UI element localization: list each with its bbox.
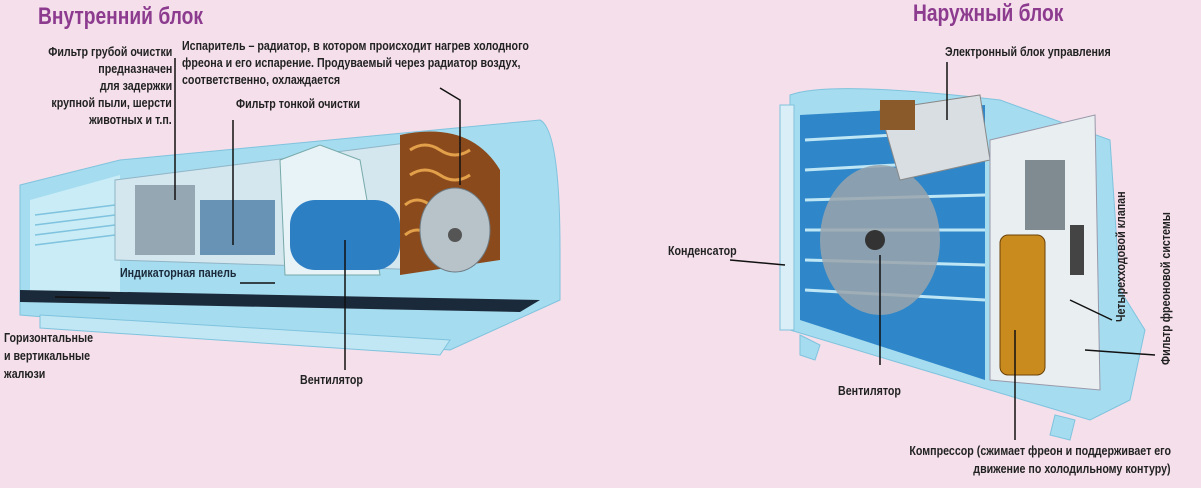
four-way-valve-shape <box>1025 160 1065 230</box>
outdoor-unit-title: Наружный блок <box>913 0 1064 27</box>
evaporator-label-line: соответственно, охлаждается <box>182 72 341 87</box>
fine-filter-label: Фильтр тонкой очистки <box>236 96 361 111</box>
indoor-fan-label: Вентилятор <box>300 372 363 387</box>
coarse-filter-label-line: предназначен <box>97 61 172 76</box>
indoor-fan-shape <box>290 200 400 270</box>
evaporator-label-line: Испаритель – радиатор, в котором происхо… <box>182 38 529 53</box>
condenser-shape <box>779 104 795 331</box>
compressor-label-line: движение по холодильному контуру) <box>973 461 1171 476</box>
four-way-valve-label: Четырехходовой клапан <box>1113 191 1128 322</box>
leader-lines <box>54 58 1156 440</box>
louvers-label-line: жалюзи <box>4 366 46 381</box>
fine-filter-shape <box>200 200 275 255</box>
condenser-label: Конденсатор <box>668 243 737 258</box>
coarse-filter-label-line: животных и т.п. <box>89 112 172 127</box>
coarse-filter-shape <box>135 185 195 255</box>
outdoor-fan-label: Вентилятор <box>838 383 901 398</box>
louvers-label-line: и вертикальные <box>4 348 91 363</box>
coarse-filter-label-line: Фильтр грубой очистки <box>47 44 172 59</box>
indoor-unit-illustration <box>19 119 561 356</box>
compressor-shape <box>999 234 1046 376</box>
louvers-shape <box>39 314 451 356</box>
freon-filter-shape <box>1070 225 1084 275</box>
indoor-unit-title: Внутренний блок <box>38 3 203 30</box>
coarse-filter-label-line: крупной пыли, шерсти <box>51 95 172 110</box>
compressor-label-line: Компрессор (сжимает фреон и поддерживает… <box>909 443 1171 458</box>
control-unit-label: Электронный блок управления <box>945 44 1111 59</box>
indicator-panel-label: Индикаторная панель <box>120 265 237 280</box>
freon-filter-label: Фильтр фреоновой системы <box>1158 212 1173 365</box>
outdoor-unit-illustration <box>779 88 1146 441</box>
indicator-panel-shape <box>20 290 540 312</box>
evaporator-label-line: фреона и его испарение. Продуваемый чере… <box>182 55 521 70</box>
louvers-label-line: Горизонтальные <box>4 330 94 345</box>
coarse-filter-label-line: для задержки <box>99 78 172 93</box>
